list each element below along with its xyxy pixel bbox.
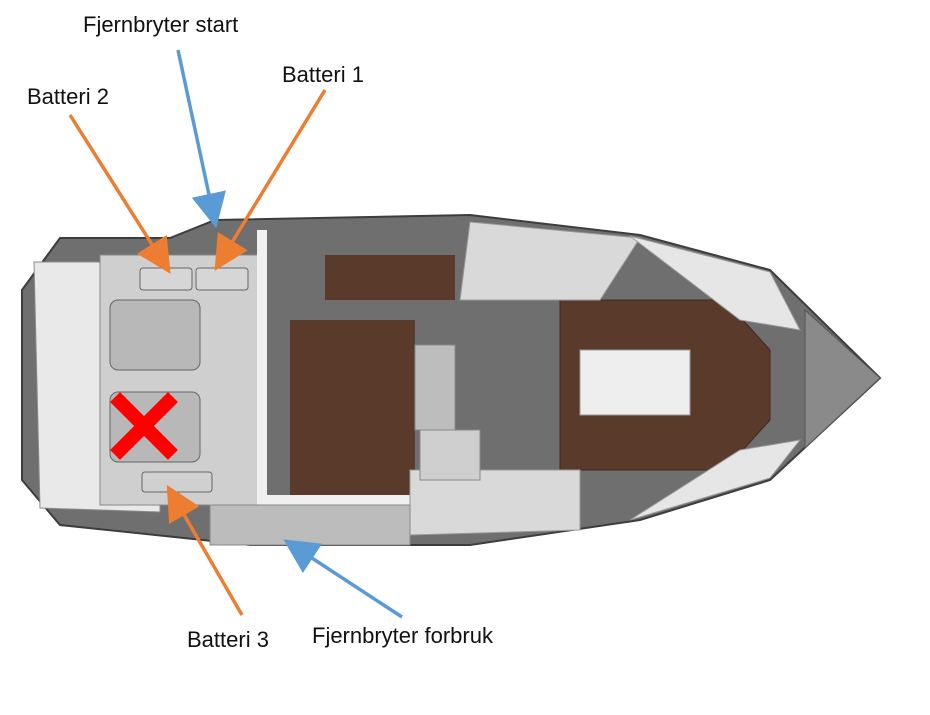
arrow-battery-1 bbox=[214, 89, 327, 271]
arrow-battery-3 bbox=[166, 484, 244, 616]
red-x-icon bbox=[110, 392, 178, 460]
engine-upper bbox=[109, 299, 201, 371]
label-remote-switch-consumption: Fjernbryter forbruk bbox=[312, 623, 493, 648]
boat-hull bbox=[21, 213, 882, 546]
arrow-remote-switch-consumption bbox=[283, 539, 403, 619]
label-remote-switch-start: Fjernbryter start bbox=[83, 12, 239, 37]
battery-2-unit bbox=[139, 267, 193, 291]
arrow-battery-2 bbox=[68, 114, 171, 274]
label-battery-2: Batteri 2 bbox=[27, 84, 109, 109]
label-battery-1: Batteri 1 bbox=[282, 62, 364, 87]
arrow-remote-switch-start bbox=[176, 49, 226, 229]
battery-1-unit bbox=[195, 267, 249, 291]
label-battery-3: Batteri 3 bbox=[187, 627, 269, 652]
battery-3-unit bbox=[141, 471, 213, 493]
